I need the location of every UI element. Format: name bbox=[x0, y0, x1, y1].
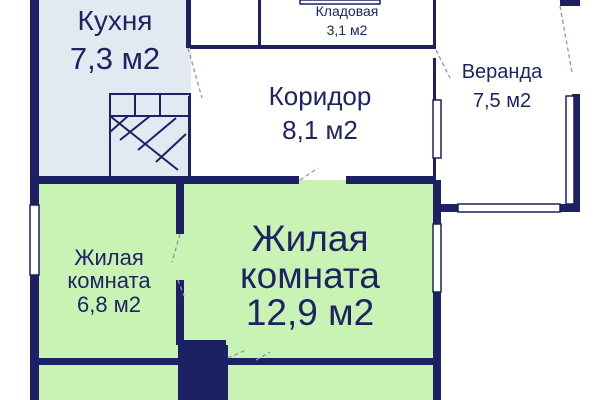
living-room-large-area-value: 12,9 м2 bbox=[245, 292, 375, 333]
veranda-area-value: 7,5 м2 bbox=[472, 89, 532, 112]
window-veranda-right bbox=[565, 95, 575, 205]
living-room-large-name-1: Жилая bbox=[251, 218, 369, 259]
corridor-area-value: 8,1 м2 bbox=[282, 115, 358, 146]
corridor-label: Коридор 8,1 м2 bbox=[240, 82, 400, 144]
bottom-room-right-area bbox=[228, 365, 434, 400]
storage-label: Кладовая 3,1 м2 bbox=[262, 3, 432, 39]
living-room-small-area-value: 6,8 м2 bbox=[76, 291, 142, 317]
living-room-small-label: Жилая комната 6,8 м2 bbox=[42, 246, 176, 316]
corridor-name: Коридор bbox=[268, 81, 372, 111]
door-swings bbox=[171, 5, 573, 361]
living-room-large-name-2: комната bbox=[240, 255, 380, 296]
staircase bbox=[109, 93, 191, 178]
living-room-small-name-2: комната bbox=[67, 268, 151, 294]
kitchen-area bbox=[39, 0, 191, 178]
living-room-large-area bbox=[180, 180, 434, 360]
kitchen-area-value: 7,3 м2 bbox=[69, 41, 161, 77]
window-left-small-room bbox=[29, 204, 40, 276]
storage-name: Кладовая bbox=[315, 3, 379, 19]
kitchen-name: Кухня bbox=[77, 5, 153, 36]
window-storage-top bbox=[299, 0, 381, 5]
veranda-name: Веранда bbox=[461, 61, 543, 83]
window-veranda-bottom bbox=[457, 203, 561, 213]
window-veranda-left bbox=[432, 99, 442, 159]
living-room-large-label: Жилая комната 12,9 м2 bbox=[215, 220, 405, 331]
storage-area-value: 3,1 м2 bbox=[326, 22, 368, 39]
living-room-small-area bbox=[39, 180, 180, 360]
windows bbox=[29, 0, 575, 293]
bottom-room-left-area bbox=[39, 365, 179, 400]
veranda-label: Веранда 7,5 м2 bbox=[440, 61, 564, 112]
living-room-small-name-1: Жилая bbox=[74, 245, 144, 270]
kitchen-label: Кухня 7,3 м2 bbox=[50, 5, 180, 77]
window-large-room-right bbox=[432, 223, 442, 293]
